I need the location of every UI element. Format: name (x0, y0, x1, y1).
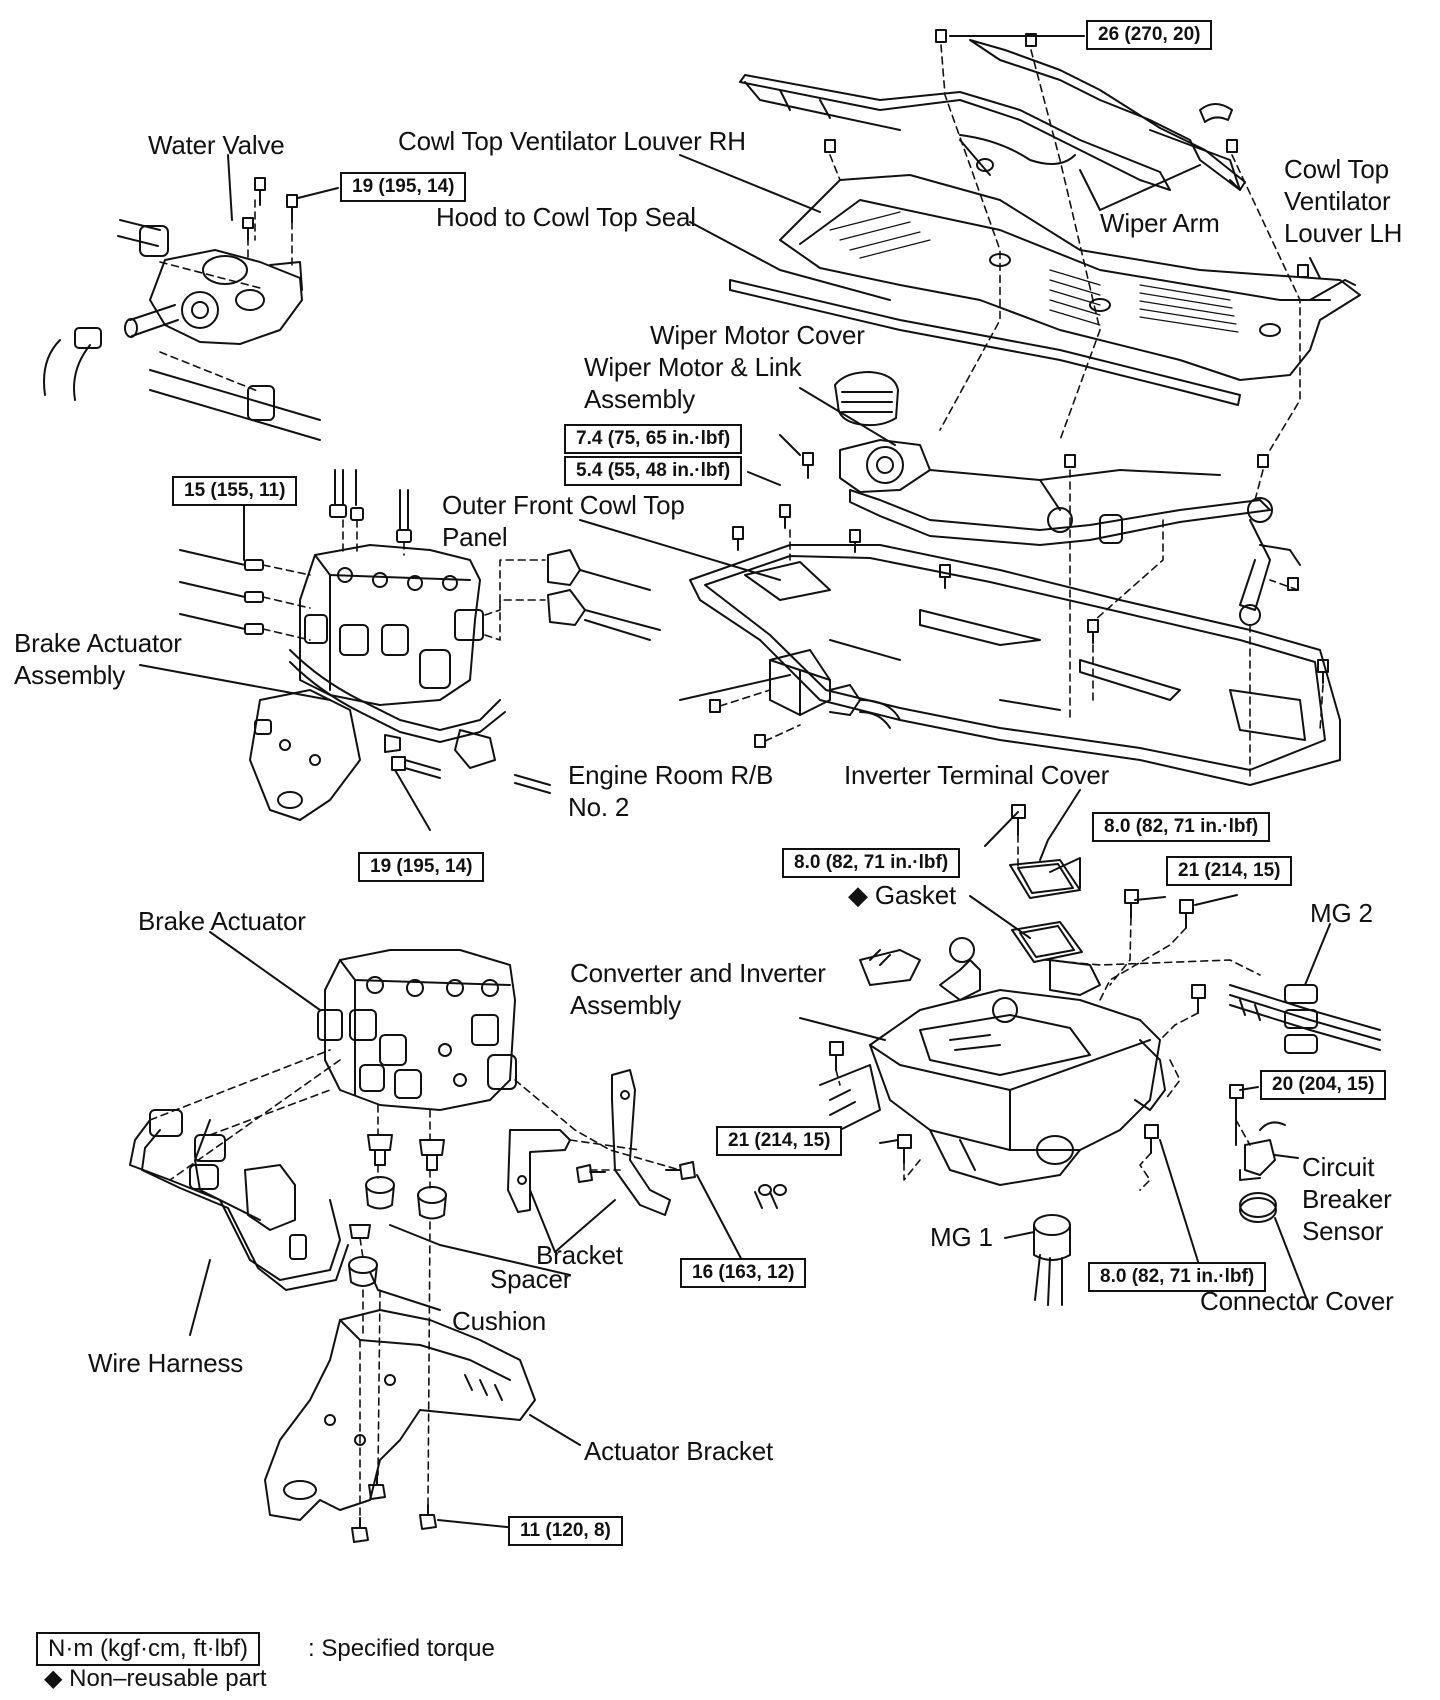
legend-nonreusable: ◆ Non–reusable part (44, 1665, 267, 1692)
wiper-motor-drawing (834, 371, 1301, 626)
leader-brake-actuator-assembly (139, 664, 331, 701)
torque-16: 16 (163, 12) (680, 1258, 807, 1288)
label-inverter-terminal-cover: Inverter Terminal Cover (844, 760, 1110, 790)
mg1-drawing (1033, 1214, 1071, 1306)
label-circuit-breaker-3: Sensor (1302, 1216, 1384, 1246)
torque-20: 20 (204, 15) (1260, 1070, 1387, 1100)
torque-8-0-a: 8.0 (82, 71 in.·lbf) (1092, 812, 1271, 842)
bracket-drawing (507, 1069, 671, 1216)
water-valve-drawing (43, 219, 321, 441)
cowl-bolts (709, 29, 1329, 748)
brake-actuator-assembly-drawing (179, 469, 551, 821)
torque-21-a: 21 (214, 15) (1166, 856, 1293, 886)
label-spacer: Spacer (490, 1264, 572, 1294)
brake-actuator-drawing (317, 949, 517, 1111)
torque-7-4: 7.4 (75, 65 in.·lbf) (564, 424, 743, 454)
label-wiper-arm: Wiper Arm (1100, 208, 1220, 238)
torque-26: 26 (270, 20) (1086, 20, 1213, 50)
torque-5-4: 5.4 (55, 48 in.·lbf) (564, 456, 743, 486)
brake-lower-guide-lines (149, 1049, 681, 1519)
label-outer-cowl-1: Outer Front Cowl Top (442, 490, 685, 520)
label-hood-seal: Hood to Cowl Top Seal (436, 202, 696, 232)
torque-15: 15 (155, 11) (172, 476, 298, 506)
label-wiper-motor-link-2: Assembly (584, 384, 696, 414)
mg2-drawing (1229, 984, 1381, 1054)
cowl-leader-lines (579, 35, 1321, 701)
label-converter-inverter-1: Converter and Inverter (570, 958, 826, 988)
label-wiper-motor-link-1: Wiper Motor & Link (584, 352, 802, 382)
brake-guide-lines (262, 519, 546, 641)
label-gasket: ◆ Gasket (848, 880, 956, 910)
torque-8-0-b: 8.0 (82, 71 in.·lbf) (782, 848, 961, 878)
inverter-leader-lines (799, 789, 1331, 1309)
leader-water-valve (227, 154, 233, 221)
label-cowl-louver-lh-2: Ventilator (1284, 186, 1391, 216)
cowl-guide-lines (719, 44, 1324, 781)
water-valve-bolts (242, 177, 298, 241)
spacer-cushion-drawing (348, 1134, 447, 1287)
label-engine-room-rb-1: Engine Room R/B (568, 760, 774, 790)
label-cushion: Cushion (452, 1306, 546, 1336)
inverter-terminal-cover-drawing (1009, 859, 1083, 963)
label-circuit-breaker-1: Circuit (1302, 1152, 1375, 1182)
label-mg2: MG 2 (1310, 898, 1373, 928)
leader-torque-19-top (297, 187, 339, 199)
label-mg1: MG 1 (930, 1222, 993, 1252)
engine-room-rb-drawing (769, 649, 901, 729)
leader-torque-19-bottom (394, 769, 431, 831)
inverter-guide-lines (835, 834, 1261, 1191)
wire-harness-drawing (129, 1109, 349, 1291)
label-converter-inverter-2: Assembly (570, 990, 682, 1020)
label-circuit-breaker-2: Breaker (1302, 1184, 1392, 1214)
torque-21-b: 21 (214, 15) (716, 1126, 843, 1156)
circuit-breaker-drawing (1239, 1121, 1286, 1181)
torque-11: 11 (120, 8) (508, 1516, 623, 1546)
torque-8-0-c: 8.0 (82, 71 in.·lbf) (1088, 1262, 1267, 1292)
label-brake-actuator: Brake Actuator (138, 906, 306, 936)
actuator-bracket-drawing (264, 1309, 536, 1521)
label-outer-cowl-2: Panel (442, 522, 508, 552)
converter-inverter-drawing (819, 937, 1166, 1186)
brake-connectors-drawing (547, 549, 661, 641)
torque-19-bottom: 19 (195, 14) (358, 852, 485, 882)
cowl-louver-drawing (779, 174, 1361, 381)
legend-unit-box: N·m (kgf·cm, ft·lbf) (36, 1632, 260, 1666)
label-bracket: Bracket (536, 1240, 623, 1270)
label-engine-room-rb-2: No. 2 (568, 792, 630, 822)
label-wiper-motor-cover: Wiper Motor Cover (650, 320, 865, 350)
torque-19-top: 19 (195, 14) (340, 172, 467, 202)
water-valve-guide-lines (159, 199, 293, 393)
lower-bolts (351, 1161, 787, 1543)
label-brake-actuator-assembly-2: Assembly (14, 660, 126, 690)
connector-cover-drawing (1239, 1192, 1277, 1223)
label-wire-harness: Wire Harness (88, 1348, 244, 1378)
label-actuator-bracket: Actuator Bracket (584, 1436, 773, 1466)
label-cowl-louver-lh-1: Cowl Top (1284, 154, 1389, 184)
label-brake-actuator-assembly-1: Brake Actuator (14, 628, 182, 658)
label-cowl-louver-lh-3: Louver LH (1284, 218, 1403, 248)
hood-seal-drawing (729, 279, 1241, 406)
legend-specified-torque: : Specified torque (308, 1635, 495, 1662)
bolt-19 (391, 756, 406, 771)
wiper-arm-drawing (739, 39, 1246, 191)
label-cowl-louver-rh: Cowl Top Ventilator Louver RH (398, 126, 746, 156)
label-water-valve: Water Valve (148, 130, 285, 160)
